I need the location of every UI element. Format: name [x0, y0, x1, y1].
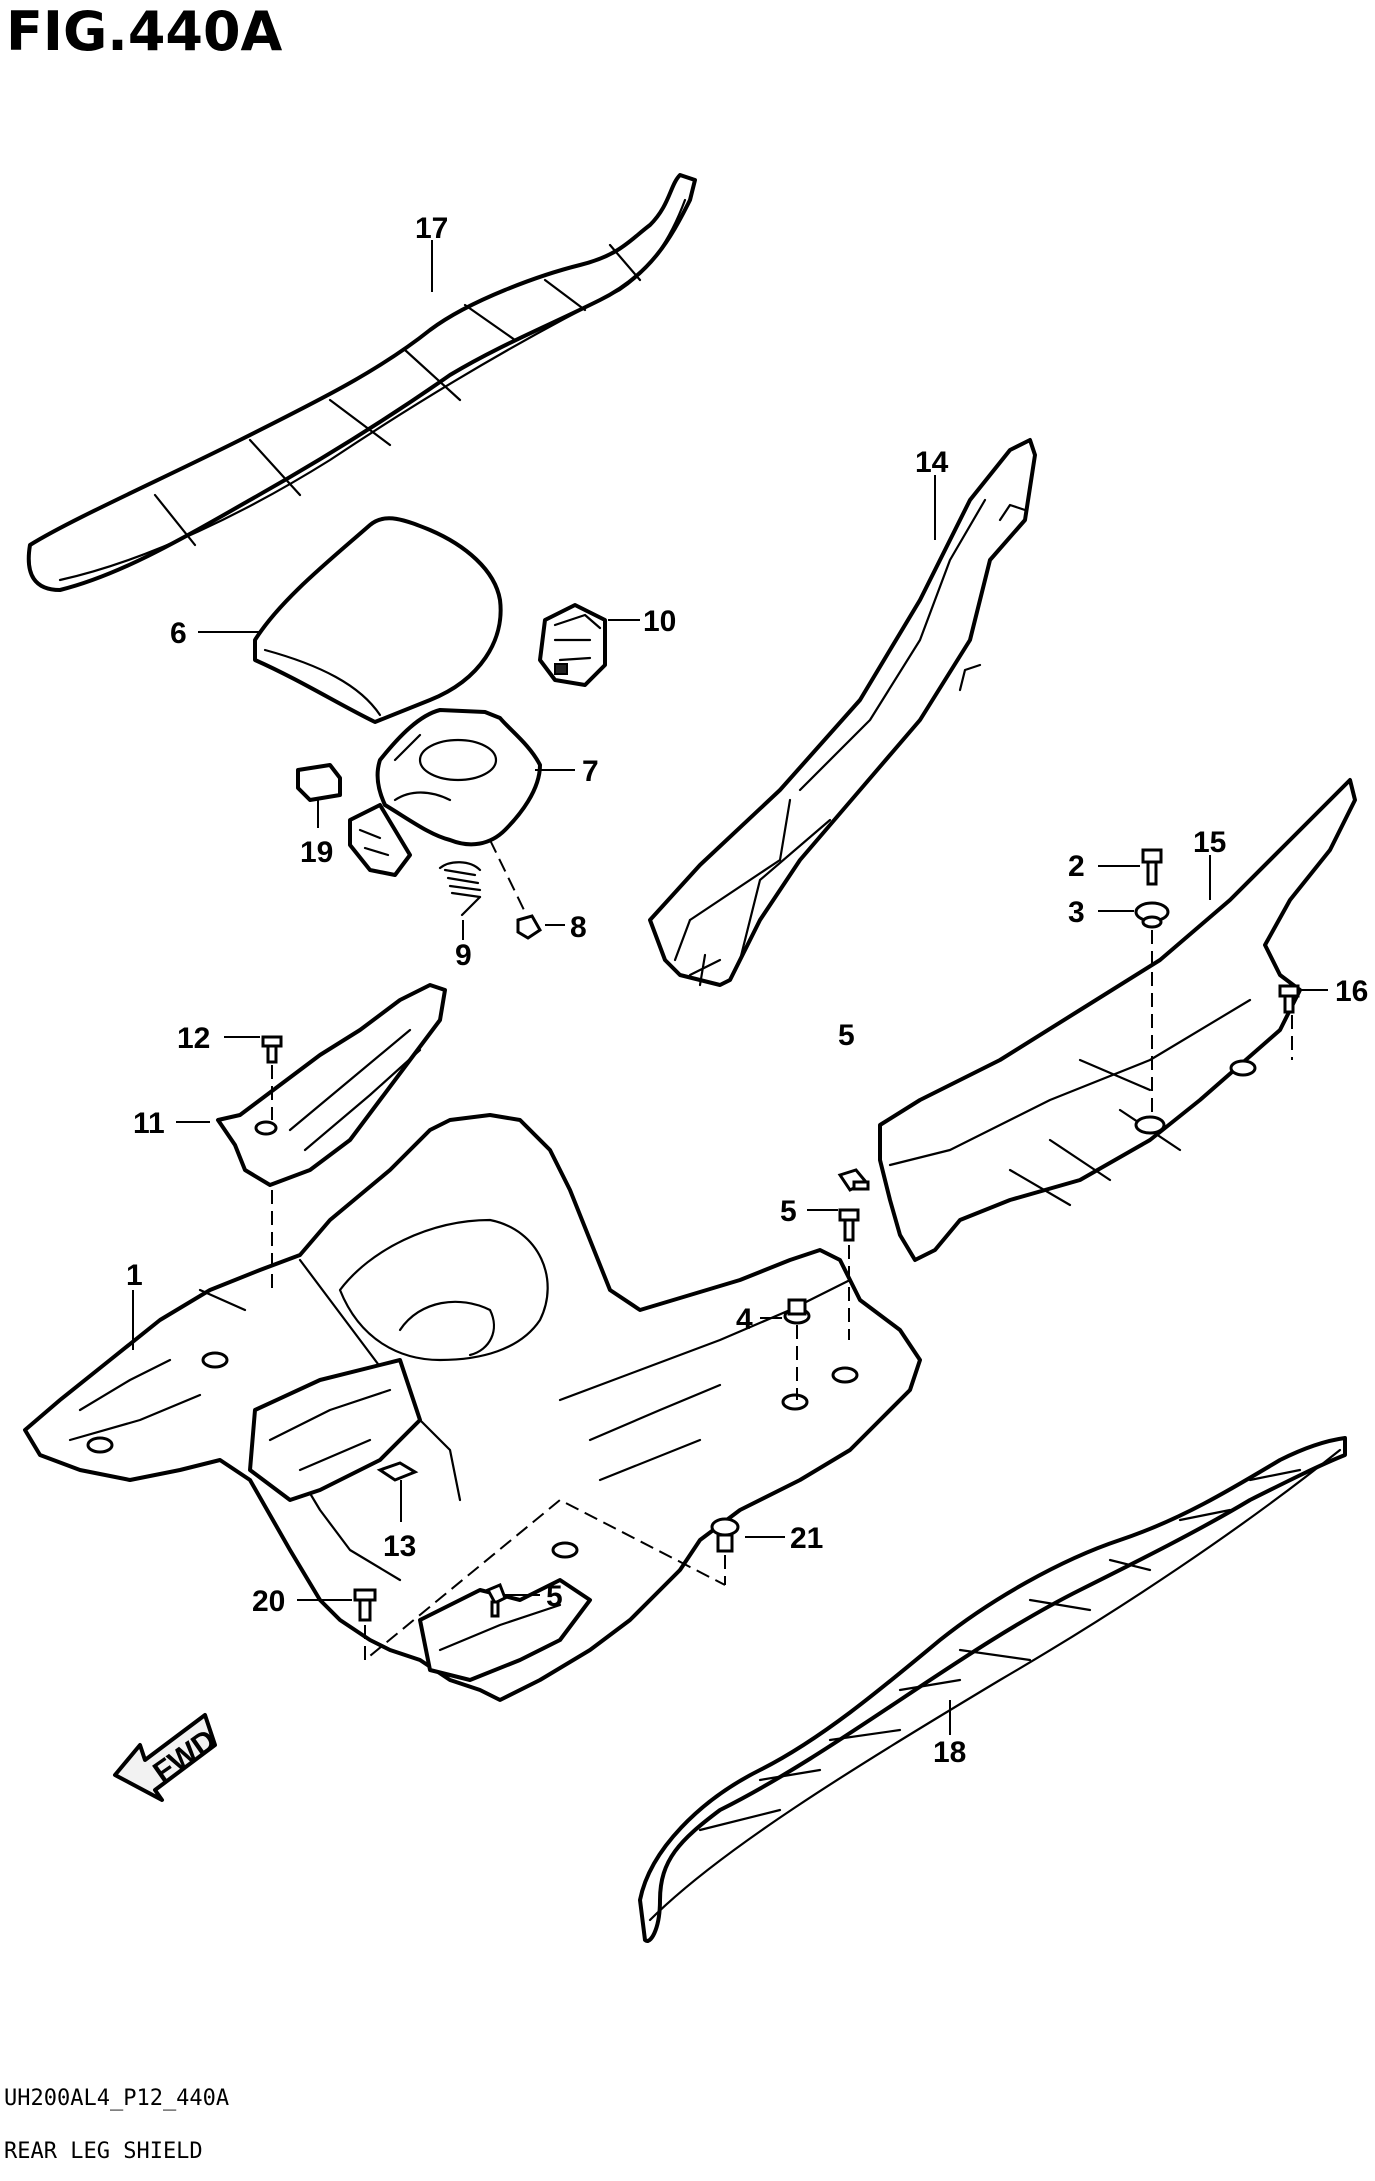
callout-6: 6 — [170, 617, 187, 650]
section-name: REAR LEG SHIELD — [4, 2139, 203, 2164]
callout-9: 9 — [455, 939, 472, 972]
callout-3: 3 — [1068, 896, 1085, 929]
part-14-side-cover-upper[interactable] — [648, 438, 1037, 987]
part-7-bracket[interactable] — [348, 708, 542, 877]
callout-5-upper: 5 — [838, 1019, 855, 1052]
part-15-side-cover-right[interactable] — [878, 778, 1357, 1262]
callout-16: 16 — [1335, 975, 1368, 1008]
callout-15: 15 — [1193, 826, 1226, 859]
callout-12: 12 — [177, 1022, 210, 1055]
callout-17: 17 — [415, 212, 448, 245]
part-5-screw-upper[interactable] — [837, 1168, 870, 1192]
part-3-grommet[interactable] — [1134, 901, 1170, 929]
callout-5-middle: 5 — [780, 1195, 797, 1228]
part-21-bolt[interactable] — [710, 1517, 740, 1553]
callout-11: 11 — [133, 1107, 165, 1140]
part-1-rear-leg-shield[interactable] — [23, 1113, 922, 1702]
part-9-spring[interactable] — [438, 861, 482, 917]
part-6-lid[interactable] — [253, 516, 503, 724]
figure-code: UH200AL4_P12_440A — [4, 2086, 229, 2111]
part-16-screw[interactable] — [1278, 984, 1300, 1014]
callout-19: 19 — [300, 836, 333, 869]
part-4-grommet[interactable] — [783, 1298, 811, 1325]
callout-20: 20 — [252, 1585, 285, 1618]
part-10-switch[interactable] — [538, 603, 607, 687]
part-19-block[interactable] — [296, 763, 342, 802]
part-20-bolt[interactable] — [353, 1588, 377, 1622]
assembly-line-20 — [364, 1498, 726, 1663]
callout-18: 18 — [933, 1736, 966, 1769]
part-18-floor-mat-lower[interactable] — [638, 1436, 1347, 1943]
fwd-arrow-icon: FWD — [113, 1713, 222, 1802]
figure-title: FIG.440A — [6, 0, 283, 63]
part-13-clip[interactable] — [376, 1461, 419, 1482]
part-17-floor-mat-upper[interactable] — [26, 173, 697, 592]
leader-lines — [132, 240, 1328, 1735]
callout-13: 13 — [383, 1530, 416, 1563]
part-12-screw[interactable] — [261, 1035, 283, 1064]
part-11-inner-bracket[interactable] — [216, 983, 447, 1187]
part-2-bolt[interactable] — [1141, 848, 1163, 886]
part-5-screw-middle[interactable] — [838, 1208, 860, 1242]
callout-10: 10 — [643, 605, 676, 638]
callout-14: 14 — [915, 446, 949, 479]
callout-8: 8 — [570, 911, 587, 944]
callout-1: 1 — [126, 1259, 143, 1292]
callout-4: 4 — [736, 1303, 753, 1336]
callout-21: 21 — [790, 1522, 823, 1555]
callout-2: 2 — [1068, 850, 1085, 883]
callout-5-lower: 5 — [546, 1580, 563, 1613]
part-5-screw-lower[interactable] — [485, 1583, 507, 1618]
assembly-line-8 — [489, 839, 526, 913]
part-8-screw[interactable] — [516, 914, 542, 940]
callout-7: 7 — [582, 755, 599, 788]
